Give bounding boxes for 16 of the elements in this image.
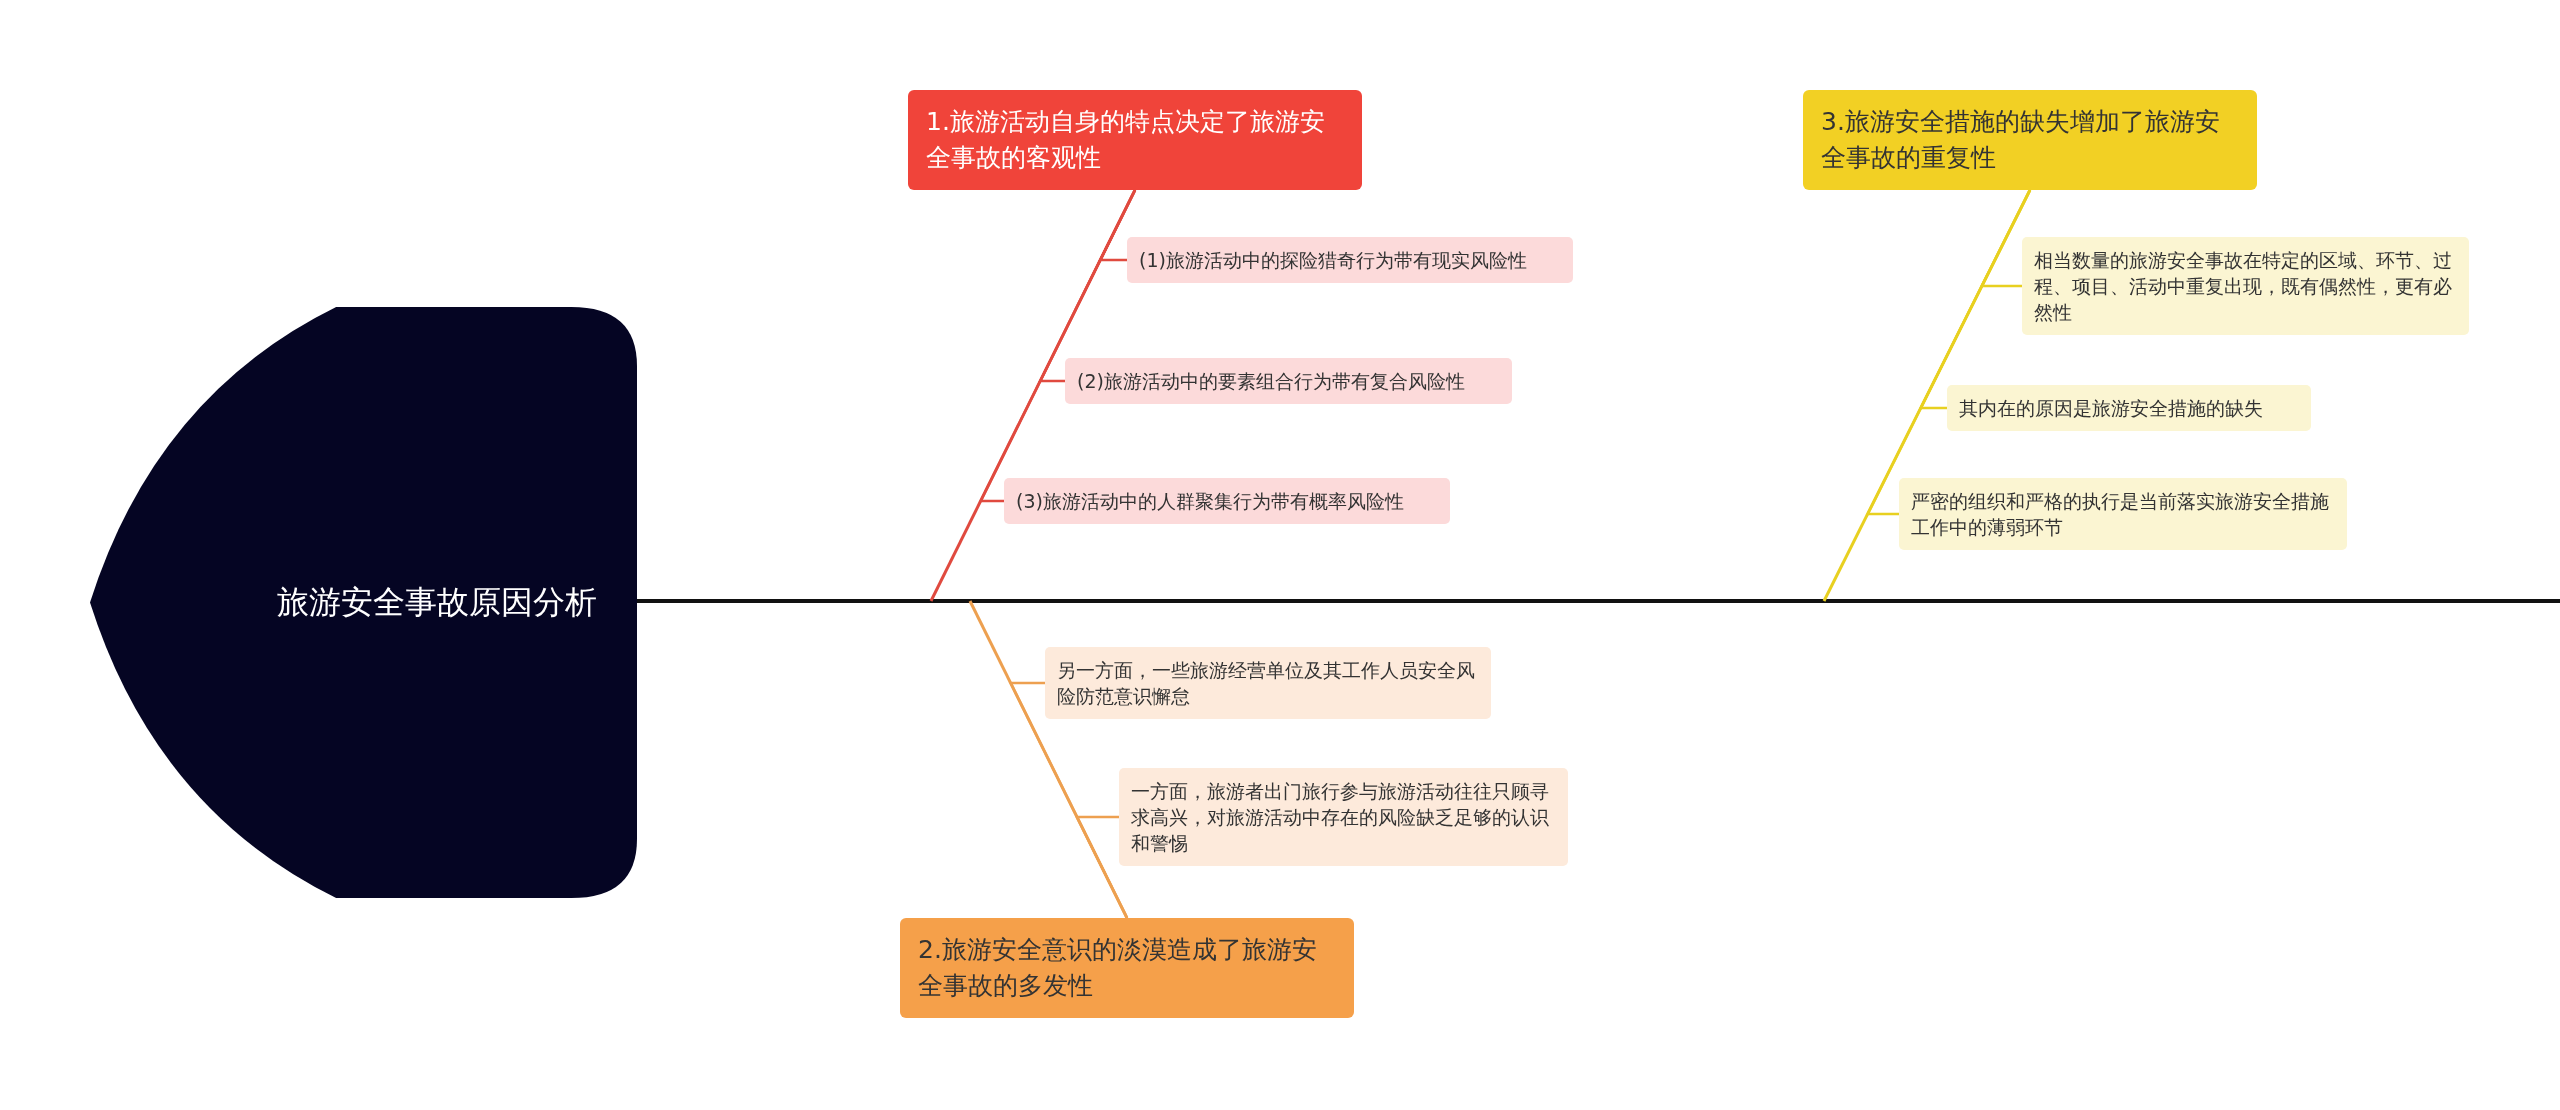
cause-box: (3)旅游活动中的人群聚集行为带有概率风险性 (1004, 478, 1450, 524)
fishbone-head: 旅游安全事故原因分析 (90, 307, 637, 898)
cause-box: (2)旅游活动中的要素组合行为带有复合风险性 (1065, 358, 1512, 404)
category-box: 3.旅游安全措施的缺失增加了旅游安全事故的重复性 (1803, 90, 2257, 190)
branch-line (978, 189, 1137, 503)
cause-box: 相当数量的旅游安全事故在特定的区域、环节、过程、项目、活动中重复出现，既有偶然性，更有必然性 (2022, 237, 2469, 335)
cause-box: 另一方面，一些旅游经营单位及其工作人员安全风险防范意识懈怠 (1045, 647, 1491, 719)
cause-box: 其内在的原因是旅游安全措施的缺失 (1947, 385, 2311, 431)
cause-box: 严密的组织和严格的执行是当前落实旅游安全措施工作中的薄弱环节 (1899, 478, 2347, 550)
branch-line (1865, 189, 2032, 516)
cause-box: 一方面，旅游者出门旅行参与旅游活动往往只顾寻求高兴，对旅游活动中存在的风险缺乏足够的认识和警惕 (1119, 768, 1568, 866)
category-box: 2.旅游安全意识的淡漠造成了旅游安全事故的多发性 (900, 918, 1354, 1018)
branch-line (1074, 815, 1129, 919)
category-box: 1.旅游活动自身的特点决定了旅游安全事故的客观性 (908, 90, 1362, 190)
cause-box: (1)旅游活动中的探险猎奇行为带有现实风险性 (1127, 237, 1573, 283)
spine-line (637, 599, 2560, 603)
